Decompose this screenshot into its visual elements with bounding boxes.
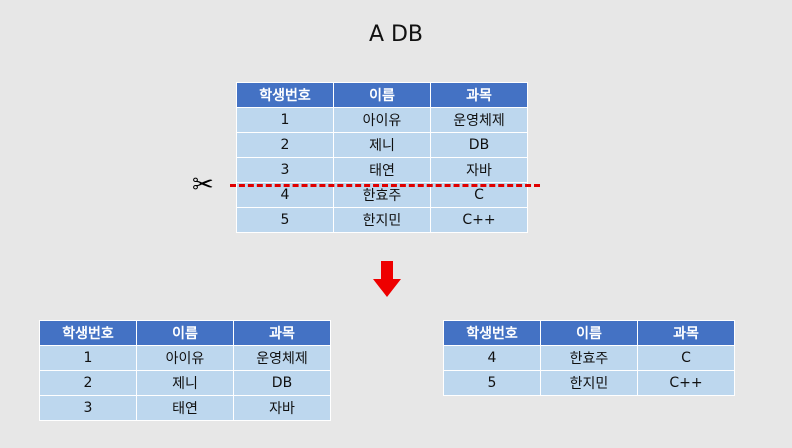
cell-name: 제니 bbox=[333, 132, 431, 158]
cell-student-id: 3 bbox=[39, 395, 137, 421]
split-table-left: 학생번호 이름 과목 1 아이유 운영체제 2 제니 DB 3 태연 자바 bbox=[39, 320, 331, 421]
table-header-row: 학생번호 이름 과목 bbox=[236, 82, 528, 108]
cell-name: 한지민 bbox=[540, 370, 638, 396]
cell-subject: 운영체제 bbox=[233, 345, 331, 371]
cell-subject: DB bbox=[233, 370, 331, 396]
table-row: 5 한지민 C++ bbox=[236, 207, 528, 233]
cell-student-id: 2 bbox=[236, 132, 334, 158]
table-header-row: 학생번호 이름 과목 bbox=[443, 320, 735, 346]
cell-name: 제니 bbox=[136, 370, 234, 396]
header-name: 이름 bbox=[333, 82, 431, 108]
cell-subject: 자바 bbox=[233, 395, 331, 421]
cell-student-id: 5 bbox=[236, 207, 334, 233]
cell-name: 아이유 bbox=[136, 345, 234, 371]
cell-name: 아이유 bbox=[333, 107, 431, 133]
split-table-right: 학생번호 이름 과목 4 한효주 C 5 한지민 C++ bbox=[443, 320, 735, 396]
cell-student-id: 4 bbox=[443, 345, 541, 371]
table-row: 4 한효주 C bbox=[443, 345, 735, 371]
arrow-down-icon bbox=[373, 261, 401, 297]
cell-student-id: 3 bbox=[236, 157, 334, 183]
cell-name: 한지민 bbox=[333, 207, 431, 233]
table-row: 1 아이유 운영체제 bbox=[39, 345, 331, 371]
cell-name: 태연 bbox=[136, 395, 234, 421]
cell-subject: 운영체제 bbox=[430, 107, 528, 133]
cell-student-id: 5 bbox=[443, 370, 541, 396]
cell-subject: C bbox=[637, 345, 735, 371]
table-row: 5 한지민 C++ bbox=[443, 370, 735, 396]
header-name: 이름 bbox=[540, 320, 638, 346]
table-row: 2 제니 DB bbox=[39, 370, 331, 396]
table-row: 3 태연 자바 bbox=[39, 395, 331, 421]
header-student-id: 학생번호 bbox=[443, 320, 541, 346]
header-student-id: 학생번호 bbox=[39, 320, 137, 346]
header-name: 이름 bbox=[136, 320, 234, 346]
source-table: 학생번호 이름 과목 1 아이유 운영체제 2 제니 DB 3 태연 자바 4 … bbox=[236, 82, 528, 233]
cell-student-id: 1 bbox=[236, 107, 334, 133]
header-subject: 과목 bbox=[233, 320, 331, 346]
table-row: 4 한효주 C bbox=[236, 182, 528, 208]
cell-subject: C++ bbox=[430, 207, 528, 233]
cell-subject: C++ bbox=[637, 370, 735, 396]
scissors-icon: ✂ bbox=[192, 170, 214, 200]
table-row: 3 태연 자바 bbox=[236, 157, 528, 183]
cut-line bbox=[230, 184, 540, 187]
table-header-row: 학생번호 이름 과목 bbox=[39, 320, 331, 346]
cell-subject: 자바 bbox=[430, 157, 528, 183]
diagram-title: A DB bbox=[368, 22, 424, 47]
cell-student-id: 2 bbox=[39, 370, 137, 396]
header-student-id: 학생번호 bbox=[236, 82, 334, 108]
cell-name: 한효주 bbox=[540, 345, 638, 371]
cell-name: 태연 bbox=[333, 157, 431, 183]
table-row: 2 제니 DB bbox=[236, 132, 528, 158]
header-subject: 과목 bbox=[637, 320, 735, 346]
cell-subject: DB bbox=[430, 132, 528, 158]
header-subject: 과목 bbox=[430, 82, 528, 108]
cell-student-id: 1 bbox=[39, 345, 137, 371]
table-row: 1 아이유 운영체제 bbox=[236, 107, 528, 133]
